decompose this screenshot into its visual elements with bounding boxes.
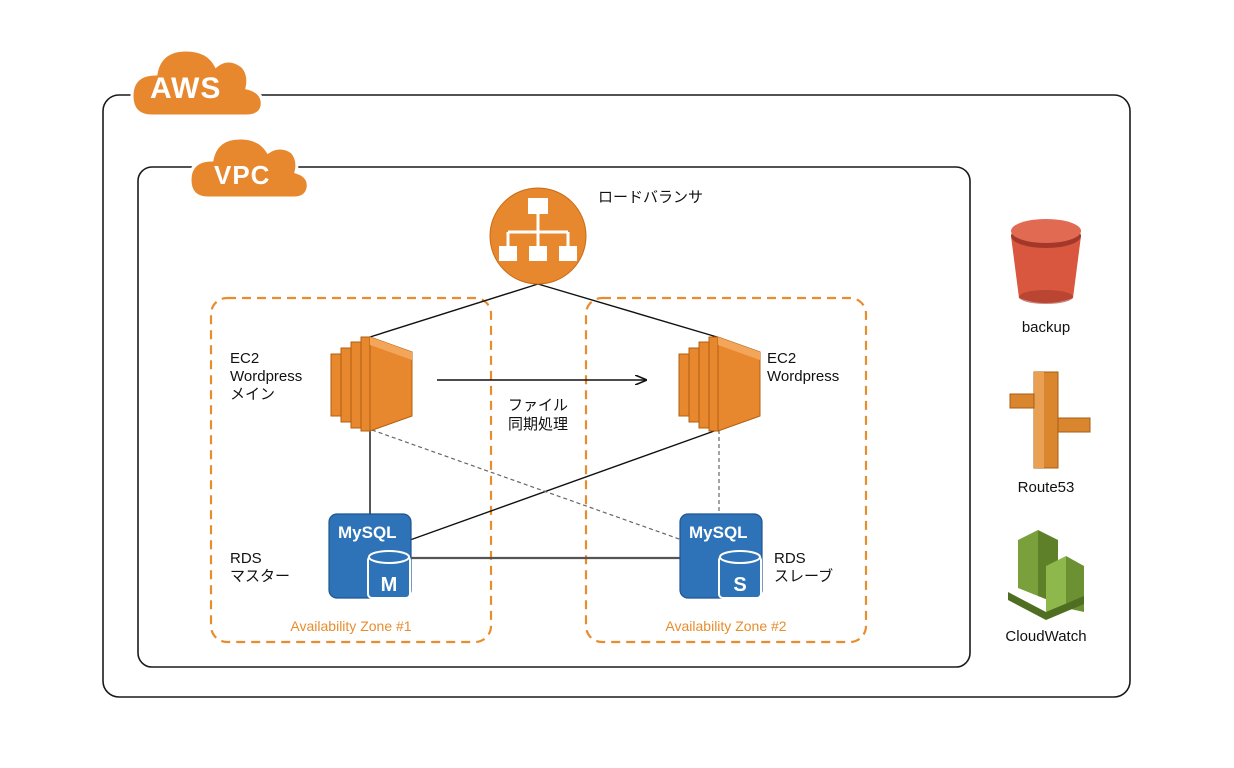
ec2-main-icon (330, 336, 413, 432)
rds-master-mysql-text: MySQL (338, 523, 397, 542)
file-sync-label: ファイル 同期処理 (498, 396, 578, 434)
backup-label: backup (1021, 319, 1071, 336)
ec2-second-icon (678, 336, 761, 432)
rds-slave-label: RDS スレーブ (774, 550, 833, 586)
cloudwatch-label: CloudWatch (1005, 628, 1087, 645)
ec2-second-to-rds-master-line (409, 429, 718, 541)
vpc-label: VPC (214, 160, 271, 190)
ec2-main-label-line3: メイン (230, 386, 276, 403)
vpc-cloud-icon (188, 136, 310, 200)
cloudwatch-icon (1008, 530, 1084, 620)
aws-label: AWS (150, 72, 222, 105)
ec2-second-label-line1: EC2 (767, 350, 797, 367)
aws-frame (102, 94, 1131, 698)
ec2-second-label-line2: Wordpress (767, 368, 840, 385)
rds-slave-mysql-text: MySQL (689, 523, 748, 542)
lb-to-ec2-second-line (537, 283, 718, 338)
load-balancer-label: ロードバランサ (598, 189, 704, 206)
availability-zone-2-frame (584, 296, 868, 644)
ec2-main-label-line1: EC2 (230, 350, 260, 367)
availability-zone-1-title: Availability Zone #1 (290, 618, 412, 634)
rds-slave-badge-text: S (733, 574, 746, 596)
ec2-main-to-rds-slave-dashed-line (371, 429, 683, 541)
availability-zone-2-title: Availability Zone #2 (665, 618, 787, 634)
rds-slave-icon: MySQL S (679, 513, 763, 599)
rds-master-badge-text: M (381, 574, 398, 596)
file-sync-label-line2: 同期処理 (507, 416, 568, 433)
ec2-main-label-line2: Wordpress (230, 368, 303, 385)
rds-master-label: RDS マスター (230, 550, 290, 586)
file-sync-label-line1: ファイル (507, 397, 568, 414)
ec2-second-label: EC2 Wordpress (767, 350, 839, 386)
vpc-frame (137, 166, 971, 668)
rds-slave-label-line2: スレーブ (774, 568, 834, 585)
route53-icon (1009, 371, 1091, 469)
rds-master-label-line2: マスター (230, 568, 291, 585)
route53-label: Route53 (1017, 479, 1075, 496)
availability-zone-1-frame (209, 296, 493, 644)
lb-to-ec2-main-line (369, 283, 539, 338)
rds-slave-label-line1: RDS (774, 550, 806, 567)
rds-master-icon: MySQL M (328, 513, 412, 599)
ec2-main-label: EC2 Wordpress メイン (230, 350, 302, 404)
s3-bucket-icon (1011, 219, 1081, 304)
aws-cloud-icon (130, 48, 264, 118)
elb-icon (489, 187, 587, 285)
rds-master-label-line1: RDS (230, 550, 262, 567)
